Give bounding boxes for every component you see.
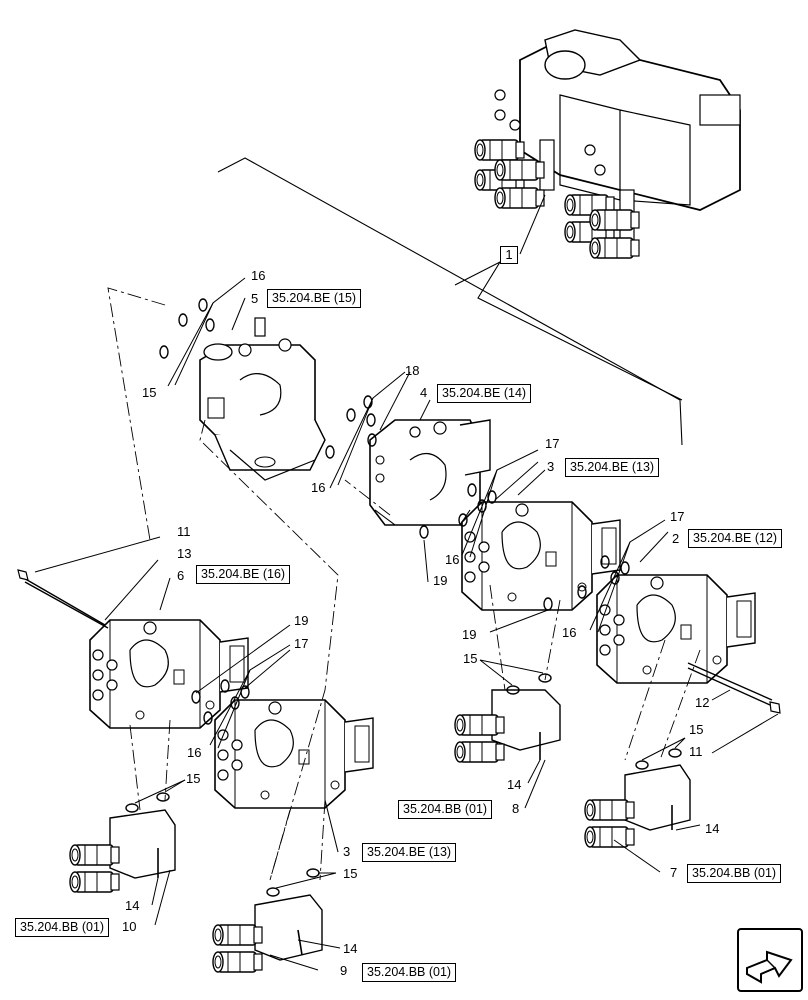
- callout-3: 3: [343, 844, 351, 859]
- callout-12: 12: [695, 695, 710, 710]
- callout-14: 14: [705, 821, 720, 836]
- callout-18: 18: [405, 363, 420, 378]
- callout-5: 5: [251, 291, 259, 306]
- callout-10: 10: [122, 919, 137, 934]
- reference-35-204-bb-01-section-9[interactable]: 35.204.BB (01): [362, 963, 457, 982]
- callout-16: 16: [562, 625, 577, 640]
- callout-17: 17: [545, 436, 560, 451]
- reference-35-204-be-13-upper[interactable]: 35.204.BE (13): [565, 458, 660, 477]
- callout-17: 17: [294, 636, 309, 651]
- valve-section-4: [369, 419, 491, 526]
- callout-14: 14: [507, 777, 522, 792]
- callout-15: 15: [186, 771, 201, 786]
- callout-16: 16: [445, 552, 460, 567]
- callout-2: 2: [672, 531, 680, 546]
- reference-35-204-bb-01-section-8[interactable]: 35.204.BB (01): [398, 800, 493, 819]
- assembled-valve-block: [474, 29, 741, 259]
- next-page-arrow-icon: [746, 950, 793, 984]
- valve-section-2: [596, 574, 756, 684]
- coupler-section-7: [584, 764, 691, 848]
- base-valve-section-5: [199, 317, 326, 481]
- callout-9: 9: [340, 963, 348, 978]
- reference-35-204-be-15[interactable]: 35.204.BE (15): [267, 289, 362, 308]
- callout-11: 11: [689, 744, 703, 759]
- callout-8: 8: [512, 801, 520, 816]
- reference-35-204-be-14[interactable]: 35.204.BE (14): [437, 384, 532, 403]
- reference-35-204-bb-01-section-7[interactable]: 35.204.BB (01): [687, 864, 782, 883]
- callout-16: 16: [311, 480, 326, 495]
- coupler-section-9: [212, 894, 323, 973]
- valve-section-3-lower: [214, 699, 374, 809]
- callout-13: 13: [177, 546, 192, 561]
- callout-15: 15: [463, 651, 478, 666]
- callout-14: 14: [343, 941, 358, 956]
- valve-section-3-upper: [461, 501, 621, 611]
- callout-15: 15: [343, 866, 358, 881]
- callout-6: 6: [177, 568, 185, 583]
- callout-7: 7: [670, 865, 678, 880]
- callout-16: 16: [251, 268, 266, 283]
- coupler-section-8: [454, 689, 561, 763]
- callout-4: 4: [420, 385, 428, 400]
- callout-14: 14: [125, 898, 140, 913]
- item-1-callout: 1: [500, 246, 518, 264]
- callout-11: 11: [177, 524, 191, 539]
- reference-35-204-be-16[interactable]: 35.204.BE (16): [196, 565, 291, 584]
- reference-35-204-be-13-lower[interactable]: 35.204.BE (13): [362, 843, 457, 862]
- callout-19: 19: [294, 613, 309, 628]
- callout-3: 3: [547, 459, 555, 474]
- callout-15: 15: [689, 722, 704, 737]
- coupler-section-10: [69, 809, 176, 893]
- callout-16: 16: [187, 745, 202, 760]
- callout-17: 17: [670, 509, 685, 524]
- callout-19: 19: [433, 573, 448, 588]
- reference-35-204-be-12[interactable]: 35.204.BE (12): [688, 529, 783, 548]
- callout-15: 15: [142, 385, 157, 400]
- callout-19: 19: [462, 627, 477, 642]
- next-page-button[interactable]: [737, 928, 803, 992]
- reference-35-204-bb-01-section-10[interactable]: 35.204.BB (01): [15, 918, 110, 937]
